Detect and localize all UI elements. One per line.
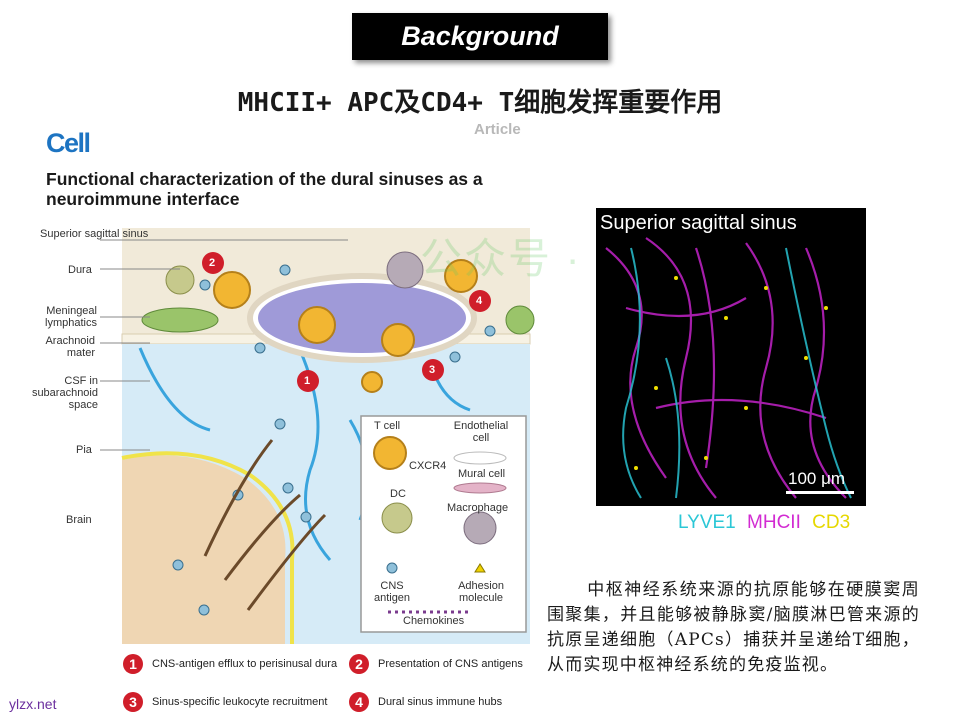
- marker-3: 3: [429, 364, 436, 376]
- leader-lines: [100, 239, 348, 451]
- inset-mural: Mural cell: [458, 468, 506, 480]
- label-brain: Brain: [66, 514, 92, 526]
- description-paragraph: 中枢神经系统来源的抗原能够在硬膜窦周围聚集，并且能够被静脉窦/脑膜淋巴管来源的抗…: [547, 578, 920, 678]
- channel-cd3: CD3: [812, 512, 851, 533]
- number-markers: [202, 252, 491, 392]
- marker-2: 2: [209, 257, 216, 269]
- site-label: ylzx.net: [9, 696, 57, 712]
- antigen-dots: [172, 264, 496, 616]
- micrograph-title: Superior sagittal sinus: [600, 212, 797, 234]
- sinus-lumen: [258, 283, 466, 353]
- legend-text-4: Dural sinus immune hubs: [378, 696, 503, 708]
- legend-badge-4: 4: [349, 692, 369, 712]
- pia-line: [121, 451, 295, 644]
- legend-text-2: Presentation of CNS antigens: [378, 658, 523, 670]
- inset-adhesion: Adhesion molecule: [458, 580, 504, 604]
- csf-vessels: [138, 347, 471, 561]
- label-csf: CSF in subarachnoid space: [31, 375, 98, 411]
- description-text: 中枢神经系统来源的抗原能够在硬膜窦周围聚集，并且能够被静脉窦/脑膜淋巴管来源的抗…: [547, 580, 920, 675]
- inset-macrophage: Macrophage: [447, 502, 509, 514]
- legend-badge-3: 3: [123, 692, 143, 712]
- section-banner-title: Background: [401, 21, 559, 51]
- inset-tcell: T cell: [374, 420, 401, 432]
- slide-title: MHCII+ APC及CD4+ T细胞发挥重要作用: [237, 88, 723, 118]
- micrograph-image: [596, 208, 866, 506]
- dc-cell: [165, 265, 195, 295]
- label-meningeal: Meningeal lymphatics: [45, 305, 97, 329]
- marker-1: 1: [304, 375, 311, 387]
- legend-item-3: 3 Sinus-specific leukocyte recruitment: [123, 692, 327, 712]
- section-banner: Background: [352, 13, 608, 60]
- article-type-label: Article: [474, 121, 521, 138]
- scale-bar-label: 100 μm: [788, 469, 846, 488]
- brain-tissue: [122, 455, 286, 644]
- journal-logo: Cell: [46, 128, 91, 158]
- channel-lyve1: LYVE1: [678, 512, 736, 533]
- legend-item-4: 4 Dural sinus immune hubs: [349, 692, 502, 712]
- inset-chemokines: Chemokines: [403, 615, 465, 627]
- label-dura: Dura: [68, 264, 92, 276]
- t-cells: [213, 259, 478, 393]
- macrophage-cell: [386, 251, 424, 289]
- legend-badge-2: 2: [349, 654, 369, 674]
- inset-cns-antigen: CNS antigen: [373, 580, 411, 604]
- legend-item-2: 2 Presentation of CNS antigens: [349, 654, 523, 674]
- inset-cxcr4: CXCR4: [409, 460, 447, 472]
- channel-mhcii: MHCII: [747, 512, 801, 533]
- legend-text-3: Sinus-specific leukocyte recruitment: [152, 696, 328, 708]
- label-arachnoid: Arachnoid mater: [45, 335, 95, 359]
- inset-dc: DC: [390, 488, 406, 500]
- paper-title: Functional characterization of the dural…: [46, 169, 483, 209]
- lymphatic-left: [141, 307, 219, 333]
- micrograph-texture: [596, 208, 866, 506]
- label-pia: Pia: [76, 444, 92, 456]
- legend-item-1: 1 CNS-antigen efflux to perisinusal dura: [123, 654, 337, 674]
- lymphatic-right: [505, 305, 535, 335]
- inset-endothelial: Endothelial cell: [453, 420, 509, 444]
- legend-badge-1: 1: [123, 654, 143, 674]
- legend-text-1: CNS-antigen efflux to perisinusal dura: [152, 658, 338, 670]
- efflux-arrows: [203, 439, 327, 611]
- label-sss: Superior sagittal sinus: [40, 228, 149, 240]
- channel-legend: LYVE1 MHCII CD3: [678, 512, 856, 534]
- marker-4: 4: [476, 295, 483, 307]
